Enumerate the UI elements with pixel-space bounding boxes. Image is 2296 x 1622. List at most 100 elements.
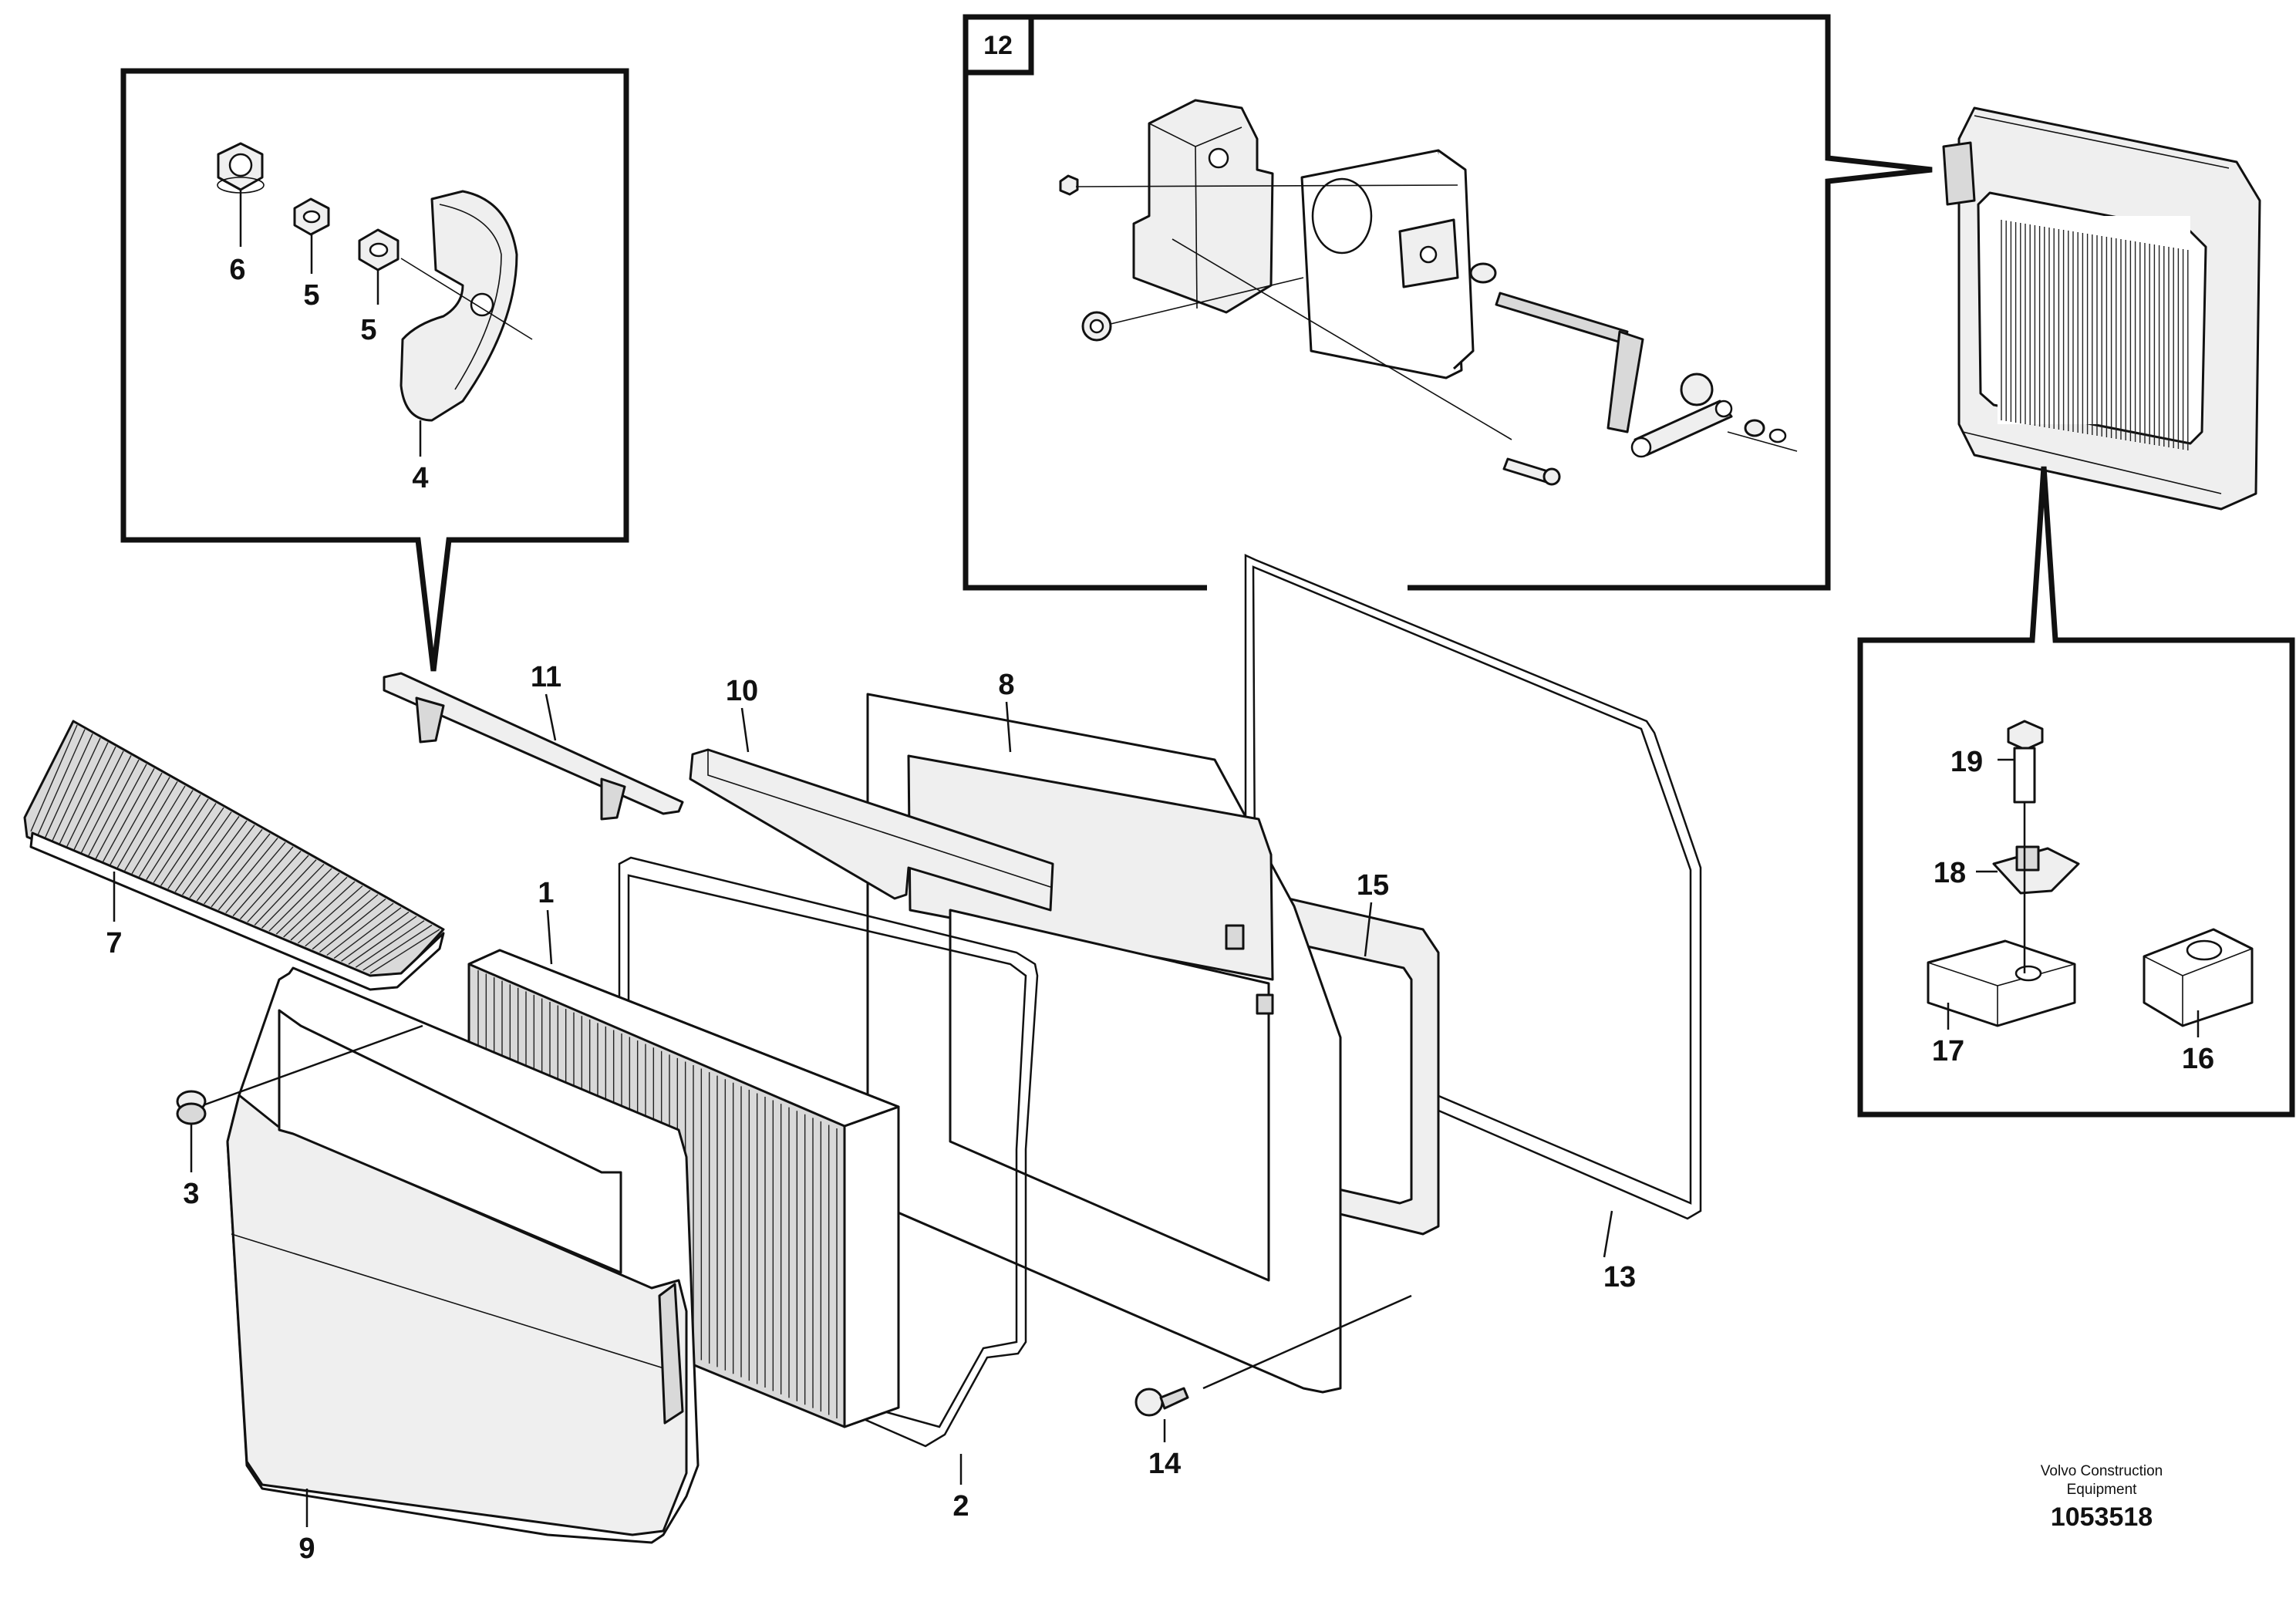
preview-filter-grille (1998, 216, 2190, 450)
callout-17: 17 (1932, 1035, 1964, 1067)
pleat-line (261, 863, 325, 929)
filter-part-7 (23, 720, 445, 991)
pleat-line (333, 907, 402, 959)
callout-5a: 5 (303, 279, 319, 312)
pleat-line (254, 859, 317, 926)
detail-box-actuator (963, 14, 1933, 591)
pleat-line (189, 820, 248, 899)
screw-part-14 (1135, 1387, 1189, 1417)
pleat-line (319, 898, 386, 953)
pleat-line (268, 868, 332, 932)
pleat-line (290, 881, 356, 941)
pleat-line (204, 828, 263, 905)
pleat-line (211, 833, 271, 908)
pleat-line (138, 790, 194, 878)
callout-8: 8 (998, 669, 1014, 701)
callout-labels: 1 2 3 4 5 5 6 7 8 9 10 11 12 13 14 15 16… (106, 31, 2214, 1565)
bolt-part (2007, 720, 2044, 804)
pleat-line (88, 759, 140, 856)
mounting-plate-part-8 (866, 693, 1342, 1394)
callout-2: 2 (952, 1490, 969, 1523)
callout-13: 13 (1603, 1261, 1636, 1293)
actuator-housing-part (1132, 99, 1274, 314)
pleat-line (37, 729, 86, 835)
brand-line-2: Equipment (2067, 1482, 2138, 1498)
flange-nut-part (217, 142, 265, 194)
pleat-line (80, 755, 132, 853)
pleat-line (66, 746, 116, 847)
detail-box-latch (120, 68, 629, 672)
pleat-line (275, 872, 340, 935)
pleat-line (73, 750, 124, 850)
callout-11: 11 (531, 661, 561, 693)
pleat-line (239, 851, 302, 919)
pleat-line (52, 737, 101, 841)
washer-part-b (358, 228, 400, 271)
pleat-line (196, 824, 255, 902)
callout-6: 6 (229, 254, 245, 286)
document-number: 1053518 (2051, 1502, 2153, 1532)
actuator-bolt-part (1081, 311, 1112, 342)
small-nut-part (1059, 174, 1079, 196)
washer-part-a (293, 197, 330, 236)
pleat-line (160, 803, 217, 886)
pleat-line (312, 894, 379, 950)
clip-part (1992, 845, 2080, 895)
callout-10: 10 (726, 675, 758, 707)
pleat-line (369, 929, 440, 974)
latch-part (400, 190, 518, 422)
footer-brand-block: Volvo Construction Equipment 1053518 (2041, 1463, 2163, 1532)
callout-18: 18 (1934, 857, 1966, 889)
actuator-bracket-part (1300, 149, 1475, 379)
pleat-line (103, 768, 155, 862)
block-part-17 (1927, 939, 2076, 1027)
pleat-line (355, 920, 425, 968)
callout-15: 15 (1357, 869, 1389, 902)
pleat-line (247, 855, 309, 922)
callout-9: 9 (298, 1533, 315, 1565)
pleat-line (116, 777, 170, 868)
leader-lines (113, 693, 1613, 1527)
pleat-line (153, 798, 209, 883)
pleat-line (59, 742, 109, 844)
pleat-line (297, 885, 363, 944)
pleat-line (341, 911, 410, 962)
pleat-line (217, 838, 278, 911)
knob-part-3 (176, 1090, 207, 1125)
pleat-line (283, 876, 348, 938)
pleat-line (326, 902, 394, 956)
callout-16: 16 (2182, 1043, 2214, 1075)
pleat-line (110, 772, 163, 865)
pleat-line (167, 807, 224, 889)
pleat-line (305, 889, 371, 947)
pleat-line (182, 815, 240, 895)
housing-preview (1942, 106, 2261, 511)
pleat-line (348, 916, 417, 965)
brand-line-1: Volvo Construction (2041, 1463, 2163, 1479)
callout-5b: 5 (360, 314, 376, 346)
pleat-line (30, 724, 78, 832)
callout-4: 4 (412, 462, 428, 494)
pleat-line (146, 794, 201, 881)
pleat-line (362, 924, 433, 971)
actuator-linkage-part (1469, 262, 1787, 486)
pleat-line (45, 733, 93, 838)
rail-part-10 (689, 748, 1054, 912)
callout-12: 12 (983, 31, 1013, 60)
pleat-line (232, 846, 294, 917)
pleat-line (131, 785, 186, 875)
pleat-line (95, 764, 147, 859)
block-part-16 (2143, 928, 2254, 1027)
callout-14: 14 (1148, 1448, 1181, 1480)
pleat-line (174, 811, 232, 892)
pleat-line (124, 781, 178, 872)
callout-7: 7 (106, 927, 122, 959)
cover-part-9 (226, 966, 700, 1544)
callout-19: 19 (1950, 746, 1983, 778)
bar-part-11 (383, 672, 684, 821)
detail-box-blocks (1857, 466, 2295, 1118)
callout-3: 3 (183, 1178, 199, 1210)
pleat-line (225, 841, 286, 914)
callout-1: 1 (538, 877, 554, 909)
